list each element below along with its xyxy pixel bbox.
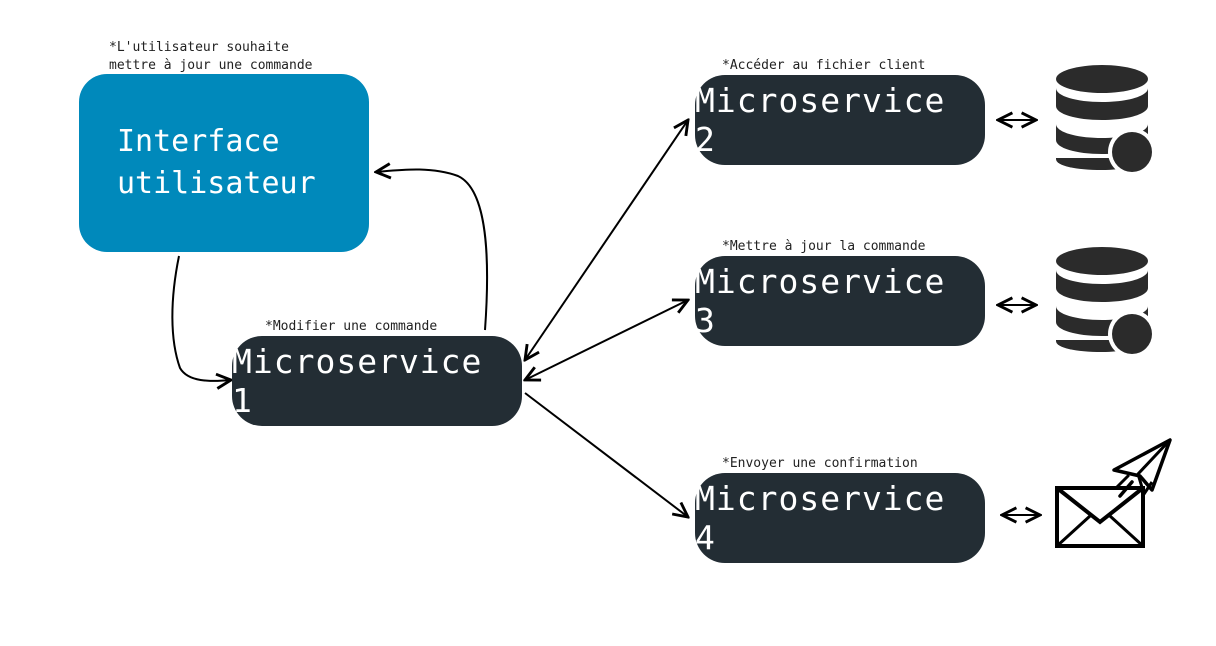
arrow-ms1-to-ui: [376, 170, 489, 331]
arrow-ui-to-ms1: [171, 255, 231, 381]
arrow-ms1-to-ms4: [524, 392, 688, 517]
ui-box-line2: utilisateur: [117, 166, 316, 201]
database-icon: [1056, 65, 1156, 176]
microservice-3-label: Microservice 3: [695, 262, 946, 340]
database-icon: [1056, 247, 1156, 358]
microservice-2-box: Microservice 2: [695, 75, 985, 165]
note-ms4: *Envoyer une confirmation: [722, 456, 918, 471]
arrow-ms1-ms2: [525, 120, 688, 360]
microservice-4-label: Microservice 4: [695, 479, 946, 557]
microservice-2-label: Microservice 2: [695, 81, 946, 159]
note-ms1: *Modifier une commande: [265, 319, 438, 334]
arrow-ms1-ms3: [525, 300, 688, 380]
microservice-1-label: Microservice 1: [232, 342, 483, 420]
note-ms2: *Accéder au fichier client: [722, 58, 926, 73]
microservice-3-box: Microservice 3: [695, 256, 985, 346]
email-send-icon: [1055, 438, 1172, 548]
user-interface-box: Interface utilisateur: [79, 74, 369, 252]
microservice-4-box: Microservice 4: [695, 473, 985, 563]
ui-box-line1: Interface: [117, 124, 280, 159]
note-user: *L'utilisateur souhaite mettre à jour un…: [109, 40, 313, 73]
note-ms3: *Mettre à jour la commande: [722, 239, 926, 254]
microservice-1-box: Microservice 1: [232, 336, 522, 426]
